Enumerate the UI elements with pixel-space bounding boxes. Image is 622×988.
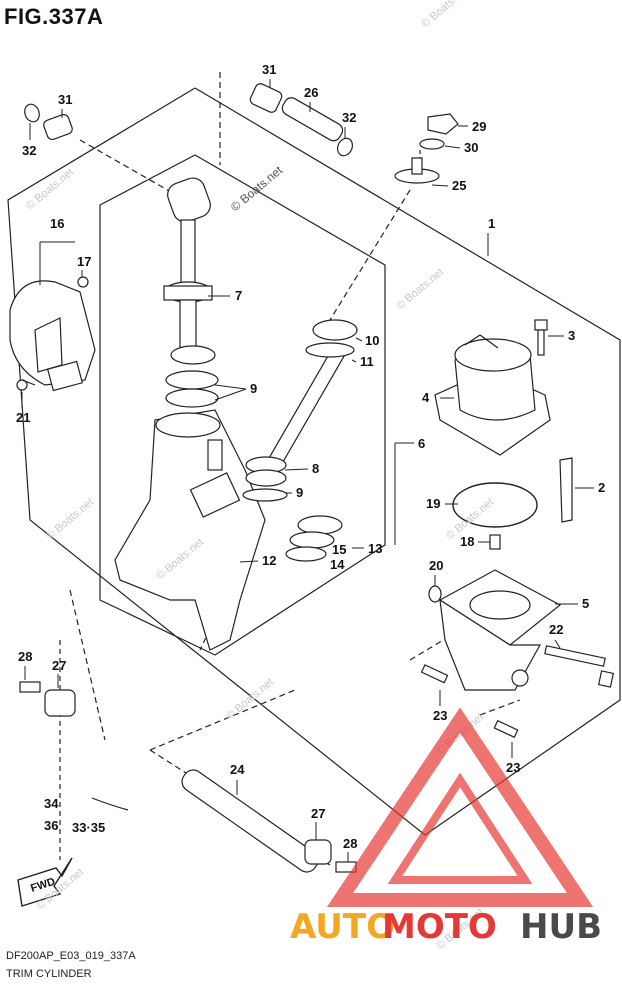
bolt-part-21 [16,379,36,391]
bolt-part-22 [544,645,615,688]
pin-part-26 [249,83,353,157]
watermark: © Boats.net [24,166,76,212]
callout-24: 24 [230,762,245,777]
guide-line [69,589,106,741]
o-ring-part-20 [428,585,442,603]
callout-29: 29 [472,119,486,134]
logo-text-auto: AUTO [290,907,395,947]
wire-part-34 [91,797,129,811]
assembly-6-outline [99,154,386,656]
part-17-clip [77,276,89,288]
callout-12: 12 [262,553,276,568]
watermark: © Boats.net [419,0,471,30]
figure-name: TRIM CYLINDER [6,968,92,980]
guide-line [149,749,331,866]
callout-9b: 9 [296,485,303,500]
callout-4: 4 [422,390,430,405]
callout-32a: 32 [22,143,36,158]
callout-16: 16 [50,216,64,231]
callout-19: 19 [426,496,440,511]
figure-code: DF200AP_E03_019_337A [6,950,136,962]
bolt-part-3 [534,319,548,356]
callout-26: 26 [304,85,318,100]
callout-28a: 28 [18,649,32,664]
callout-27a: 27 [52,658,66,673]
callout-27b: 27 [311,806,325,821]
logo-text-hub: HUB [520,907,602,947]
pump-part-5 [438,569,562,691]
watermark: © Boats.net [224,676,276,722]
cylinder-body [114,177,266,651]
callout-36: 36 [44,818,58,833]
strap-part-2 [559,457,573,523]
callout-10: 10 [365,333,379,348]
callout-22: 22 [549,622,563,637]
callout-30: 30 [464,140,478,155]
center-watermark: © Boats.net [228,163,286,215]
callout-31a: 31 [58,92,72,107]
callout-23b: 23 [506,760,520,775]
fitting-part-18 [489,534,501,550]
guide-line [79,139,186,201]
logo-text-moto: MOTO [382,907,497,947]
figure-title: FIG.337A [4,4,104,29]
automotohub-logo: AUTO MOTO HUB [290,707,602,947]
bushing-part-27-left [19,681,76,717]
callout-3: 3 [568,328,575,343]
watermark: © Boats.net [394,266,446,312]
callout-18: 18 [460,534,474,549]
callout-31b: 31 [262,62,276,77]
callout-28b: 28 [343,836,357,851]
callout-32b: 32 [342,110,356,125]
bolt-part-23 [420,664,519,739]
pin-part-24 [181,769,319,873]
guide-line [149,689,296,751]
guide-line [479,699,521,716]
callout-1: 1 [488,216,495,231]
cover-part-16 [9,280,96,392]
callout-13: 13 [368,541,382,556]
callout-11: 11 [360,354,374,369]
callout-6: 6 [418,436,425,451]
callout-17: 17 [77,254,91,269]
callout-7: 7 [235,288,242,303]
callout-34: 34 [44,796,59,811]
bushing-part-31-left [24,103,73,141]
callout-15: 15 [332,542,346,557]
callout-9a: 9 [250,381,257,396]
callout-2: 2 [598,480,605,495]
piston-rod-8 [242,319,358,502]
callout-14: 14 [330,557,345,572]
callout-8: 8 [312,461,319,476]
callout-5: 5 [582,596,589,611]
callout-21: 21 [16,410,30,425]
callout-25: 25 [452,178,466,193]
guide-line [329,189,411,321]
watermark: © Boats.net [44,496,96,542]
callout-33-35: 33·35 [72,820,105,835]
fwd-arrow-icon [17,857,73,907]
fitting-part-25 [394,113,459,184]
o-ring-part-19 [452,482,538,528]
callout-20: 20 [429,558,443,573]
callout-23a: 23 [433,708,447,723]
seal-part-15 [285,515,343,562]
motor-part-4 [434,334,551,456]
leader-lines [21,79,594,862]
